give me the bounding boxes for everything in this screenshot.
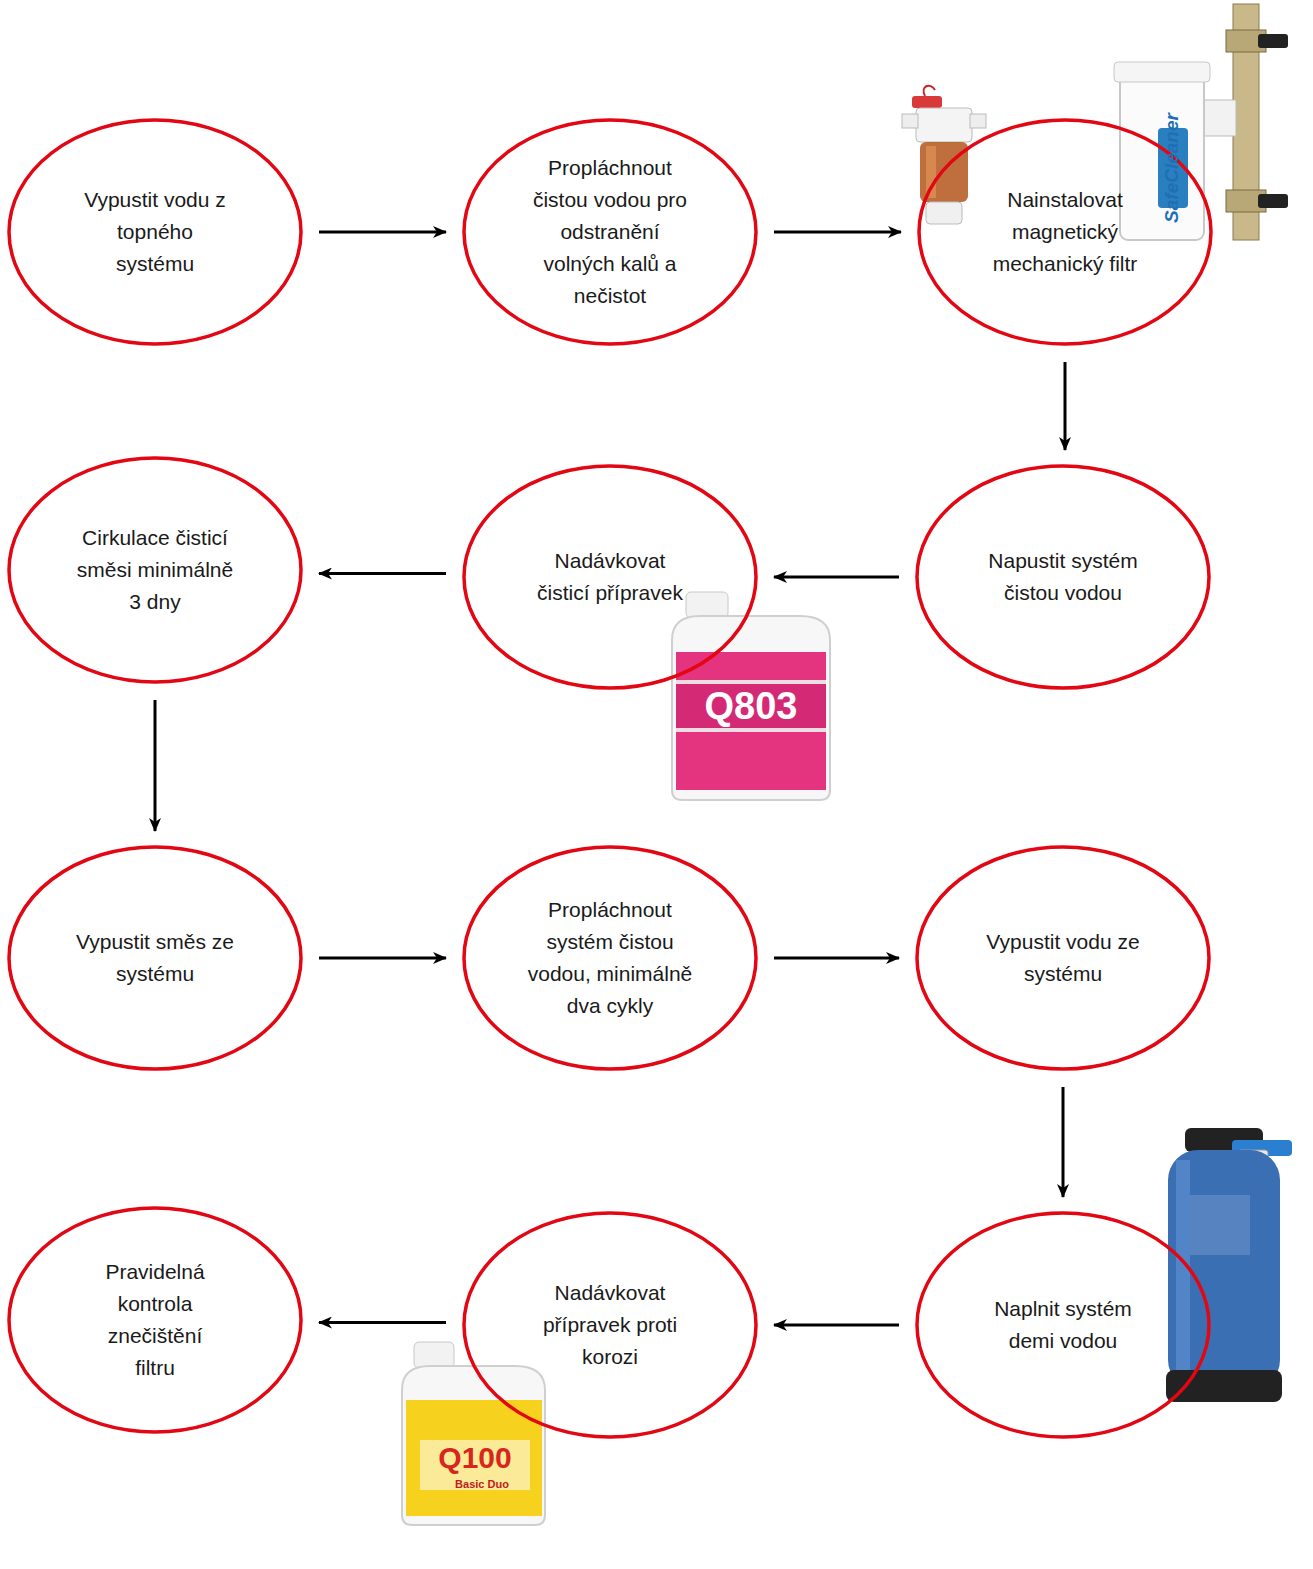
process-ellipse: Nadávkovat přípravek proti korozi: [462, 1211, 758, 1439]
process-ellipse: Vypustit vodu z topného systému: [7, 118, 303, 346]
ellipse-outline: [7, 845, 303, 1071]
node-text-group: Vypustit směs ze systému: [75, 926, 235, 990]
ellipse-outline: [462, 845, 758, 1071]
product-label: SafeCleaner: [1161, 113, 1183, 223]
flow-arrow: [774, 1324, 899, 1327]
step-text: Napustit systém čistou vodou: [988, 545, 1138, 609]
step-text: Nainstalovat magnetický mechanický filtr: [990, 184, 1140, 280]
ellipse-outline: [462, 464, 758, 690]
flow-arrow: [774, 957, 899, 960]
ellipse-shape: [9, 120, 301, 344]
node-text-group: Pravidelná kontrola znečištění filtru: [90, 1256, 220, 1384]
ellipse-shape: [9, 847, 301, 1069]
node-text-group: Vypustit vodu ze systému: [978, 926, 1148, 990]
process-ellipse: Pravidelná kontrola znečištění filtru: [7, 1206, 303, 1434]
flow-arrow: [1064, 362, 1067, 450]
process-ellipse: Cirkulace čisticí směsi minimálně 3 dny: [7, 456, 303, 684]
step-text: Pravidelná kontrola znečištění filtru: [90, 1256, 220, 1384]
flow-arrow: [774, 231, 901, 234]
ellipse-shape: [464, 847, 756, 1069]
node-text-group: Naplnit systém demi vodou: [978, 1293, 1148, 1357]
ellipse-shape: [9, 458, 301, 682]
ellipse-outline: [7, 1206, 303, 1434]
magnetic-filter-icon: [902, 86, 986, 224]
step-text: Vypustit směs ze systému: [75, 926, 235, 990]
node-text-group: Nadávkovat čisticí přípravek: [535, 545, 685, 609]
node-text-group: Vypustit vodu z topného systému: [80, 184, 230, 280]
process-ellipse: Vypustit směs ze systému: [7, 845, 303, 1071]
ellipse-shape: [917, 847, 1209, 1069]
ellipse-shape: [9, 1208, 301, 1432]
step-text: Propláchnout čistou vodou pro odstranění…: [522, 152, 698, 312]
process-ellipse: Nadávkovat čisticí přípravek: [462, 464, 758, 690]
inhibitor-jug-icon: [402, 1342, 545, 1525]
ellipse-outline: [915, 464, 1211, 690]
flow-arrow: [774, 576, 899, 579]
flow-arrow: [319, 572, 446, 575]
process-ellipse: Naplnit systém demi vodou: [915, 1211, 1211, 1439]
step-text: Vypustit vodu z topného systému: [80, 184, 230, 280]
product-label: Basic Duo: [455, 1478, 509, 1490]
node-text-group: Nadávkovat přípravek proti korozi: [525, 1277, 695, 1373]
process-ellipse: Napustit systém čistou vodou: [915, 464, 1211, 690]
step-text: Nadávkovat čisticí přípravek: [535, 545, 685, 609]
process-ellipse: Propláchnout systém čistou vodou, minimá…: [462, 845, 758, 1071]
ellipse-shape: [917, 1213, 1209, 1437]
node-text-group: Napustit systém čistou vodou: [988, 545, 1138, 609]
ellipse-outline: [915, 845, 1211, 1071]
step-text: Cirkulace čisticí směsi minimálně 3 dny: [75, 522, 235, 618]
node-text-group: Propláchnout čistou vodou pro odstranění…: [522, 152, 698, 312]
flow-arrow: [319, 231, 446, 234]
step-text: Nadávkovat přípravek proti korozi: [525, 1277, 695, 1373]
flow-arrow: [319, 1321, 446, 1324]
safecleaner-filter-icon: [1114, 4, 1288, 240]
step-text: Naplnit systém demi vodou: [978, 1293, 1148, 1357]
process-ellipse: Propláchnout čistou vodou pro odstranění…: [462, 118, 758, 346]
ellipse-outline: [915, 1211, 1211, 1439]
ellipse-shape: [917, 466, 1209, 688]
product-label: Q803: [705, 685, 798, 728]
flow-arrow: [1062, 1087, 1065, 1197]
step-text: Propláchnout systém čistou vodou, minimá…: [525, 894, 695, 1022]
flow-arrow: [319, 957, 446, 960]
node-text-group: Nainstalovat magnetický mechanický filtr: [990, 184, 1140, 280]
ellipse-shape: [464, 120, 756, 344]
step-text: Vypustit vodu ze systému: [978, 926, 1148, 990]
node-text-group: Cirkulace čisticí směsi minimálně 3 dny: [75, 522, 235, 618]
ellipse-shape: [464, 1213, 756, 1437]
product-label: Q100: [438, 1441, 511, 1475]
node-text-group: Propláchnout systém čistou vodou, minimá…: [525, 894, 695, 1022]
flow-arrow: [154, 700, 157, 831]
cleaner-jug-icon: [672, 592, 830, 800]
process-ellipse: Vypustit vodu ze systému: [915, 845, 1211, 1071]
ellipse-shape: [464, 466, 756, 688]
